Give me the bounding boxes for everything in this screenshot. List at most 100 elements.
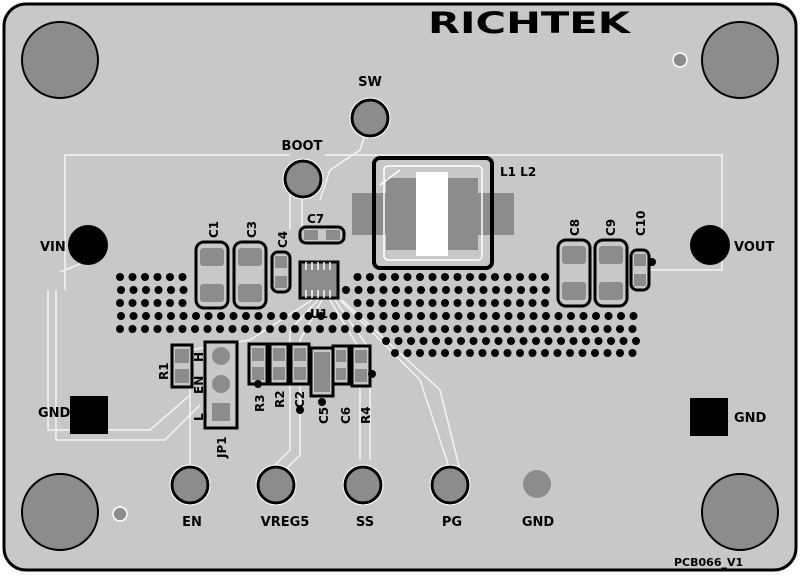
test-point-boot[interactable] — [282, 158, 324, 200]
via-hole — [416, 325, 424, 333]
via-hole — [129, 286, 138, 294]
via-hole — [491, 273, 499, 281]
test-point-gnd-left[interactable] — [70, 396, 108, 434]
via-hole — [117, 312, 125, 320]
via-hole — [541, 273, 549, 281]
via-hole — [394, 337, 403, 345]
via-hole — [153, 299, 162, 307]
via-hole — [342, 286, 350, 294]
capacitor-c1 — [194, 240, 230, 310]
via-hole — [141, 325, 149, 333]
via-field — [116, 273, 640, 357]
via-hole — [342, 312, 350, 320]
test-point-vreg5[interactable] — [255, 464, 297, 506]
label-c9: C9 — [604, 219, 618, 236]
ic-u1 — [298, 260, 340, 300]
via-hole — [457, 337, 465, 345]
via-hole — [491, 325, 499, 333]
test-point-ss[interactable] — [342, 464, 384, 506]
label-sw: SW — [358, 75, 382, 90]
via-hole — [454, 286, 463, 294]
mounting-hole-tl — [21, 21, 99, 99]
via-hole — [432, 337, 440, 345]
via-hole — [303, 325, 312, 333]
via-hole — [229, 312, 238, 320]
via-hole — [154, 286, 163, 294]
label-boot: BOOT — [282, 139, 323, 154]
label-c8: C8 — [568, 219, 582, 236]
via-hole — [553, 349, 562, 357]
label-c6: C6 — [339, 407, 353, 424]
via-hole — [553, 325, 562, 333]
via-hole — [578, 349, 587, 357]
via-hole — [428, 273, 437, 281]
via-hole — [594, 337, 603, 345]
via-hole — [566, 349, 574, 357]
via-hole — [379, 286, 388, 294]
via-hole — [541, 299, 549, 307]
via-hole — [254, 312, 263, 320]
via-hole — [516, 273, 524, 281]
resistor-r4 — [350, 344, 376, 388]
via-hole — [453, 325, 462, 333]
via-hole — [267, 312, 275, 320]
via-hole — [617, 312, 625, 320]
via-hole — [304, 312, 313, 320]
resistor-r1 — [170, 343, 194, 389]
via-hole — [328, 325, 337, 333]
via-hole — [204, 312, 213, 320]
via-hole — [442, 286, 450, 294]
test-point-vin[interactable] — [68, 225, 108, 265]
via-hole — [416, 349, 424, 357]
via-hole — [592, 312, 600, 320]
capacitor-c9 — [593, 238, 629, 308]
capacitor-c2 — [289, 342, 311, 414]
via-hole — [503, 349, 512, 357]
via-hole — [329, 312, 338, 320]
via-hole — [454, 312, 463, 320]
label-jp1: JP1 — [215, 436, 229, 459]
via-hole — [466, 325, 474, 333]
jumper-jp1 — [203, 340, 239, 430]
via-hole — [153, 273, 162, 281]
test-point-pg[interactable] — [429, 464, 471, 506]
test-point-gnd-right[interactable] — [690, 398, 728, 436]
label-ss: SS — [356, 515, 374, 530]
via-hole — [542, 312, 550, 320]
via-hole — [629, 312, 638, 320]
capacitor-c5 — [309, 346, 335, 406]
test-point-vout[interactable] — [690, 225, 730, 265]
label-c2: C2 — [293, 391, 307, 408]
label-jp1-l: L — [192, 413, 206, 421]
via-hole — [128, 273, 137, 281]
via-hole — [117, 286, 125, 294]
via-hole — [603, 349, 612, 357]
via-hole — [353, 273, 362, 281]
label-l1l2: L1 L2 — [500, 165, 536, 179]
via-hole — [441, 349, 449, 357]
via-hole — [428, 349, 437, 357]
label-r2: R2 — [273, 390, 287, 408]
via-hole — [179, 286, 188, 294]
test-point-gnd-bottom[interactable] — [523, 470, 551, 498]
via-hole — [366, 273, 374, 281]
via-hole — [166, 273, 174, 281]
label-en: EN — [182, 515, 202, 530]
via-hole — [466, 299, 474, 307]
via-hole — [453, 349, 462, 357]
via-hole — [616, 349, 624, 357]
label-jp1-h: H — [192, 352, 206, 362]
via-hole — [292, 312, 300, 320]
via-hole — [366, 299, 374, 307]
via-hole — [478, 273, 487, 281]
test-point-sw[interactable] — [349, 97, 391, 139]
resistor-r3 — [247, 342, 269, 388]
via-hole — [353, 325, 362, 333]
test-point-en[interactable] — [169, 464, 211, 506]
capacitor-c6 — [331, 344, 351, 386]
via-hole — [404, 312, 413, 320]
via-hole — [516, 325, 524, 333]
via-hole — [444, 337, 453, 345]
via-hole — [428, 299, 437, 307]
